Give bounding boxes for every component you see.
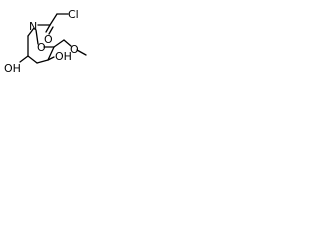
- bond-c-oh-left: [19, 55, 29, 63]
- bond-ring-lower-left: [27, 55, 38, 64]
- atom-o-ring: O: [37, 41, 46, 54]
- atom-oh-right: OH: [55, 50, 72, 63]
- bond-ring-lower-mid: [36, 59, 49, 64]
- bond-carbonyl-ch2: [49, 13, 58, 26]
- bond-n-ring: [35, 29, 39, 45]
- bond-ring-lower-right: [47, 46, 55, 61]
- atom-cl: Cl: [68, 8, 79, 21]
- bond-anomeric-o: [63, 39, 72, 47]
- bond-c-oh-right: [47, 56, 55, 61]
- chemical-structure: Cl O N O OH OH O: [4, 8, 87, 75]
- bond-n-bridge: [27, 27, 35, 37]
- atom-n: N: [29, 20, 37, 33]
- bond-ring-anomeric: [53, 39, 65, 48]
- bond-o-methyl: [76, 49, 87, 56]
- atom-o-methoxy: O: [70, 43, 79, 56]
- atom-labels: Cl O N O OH OH O: [4, 8, 79, 75]
- atom-oh-left: OH: [4, 62, 21, 75]
- bonds: [19, 13, 87, 64]
- bond-carbonyl-o-double: [48, 26, 54, 35]
- atom-o-carbonyl: O: [44, 33, 53, 46]
- bond-carbonyl-o: [45, 24, 51, 33]
